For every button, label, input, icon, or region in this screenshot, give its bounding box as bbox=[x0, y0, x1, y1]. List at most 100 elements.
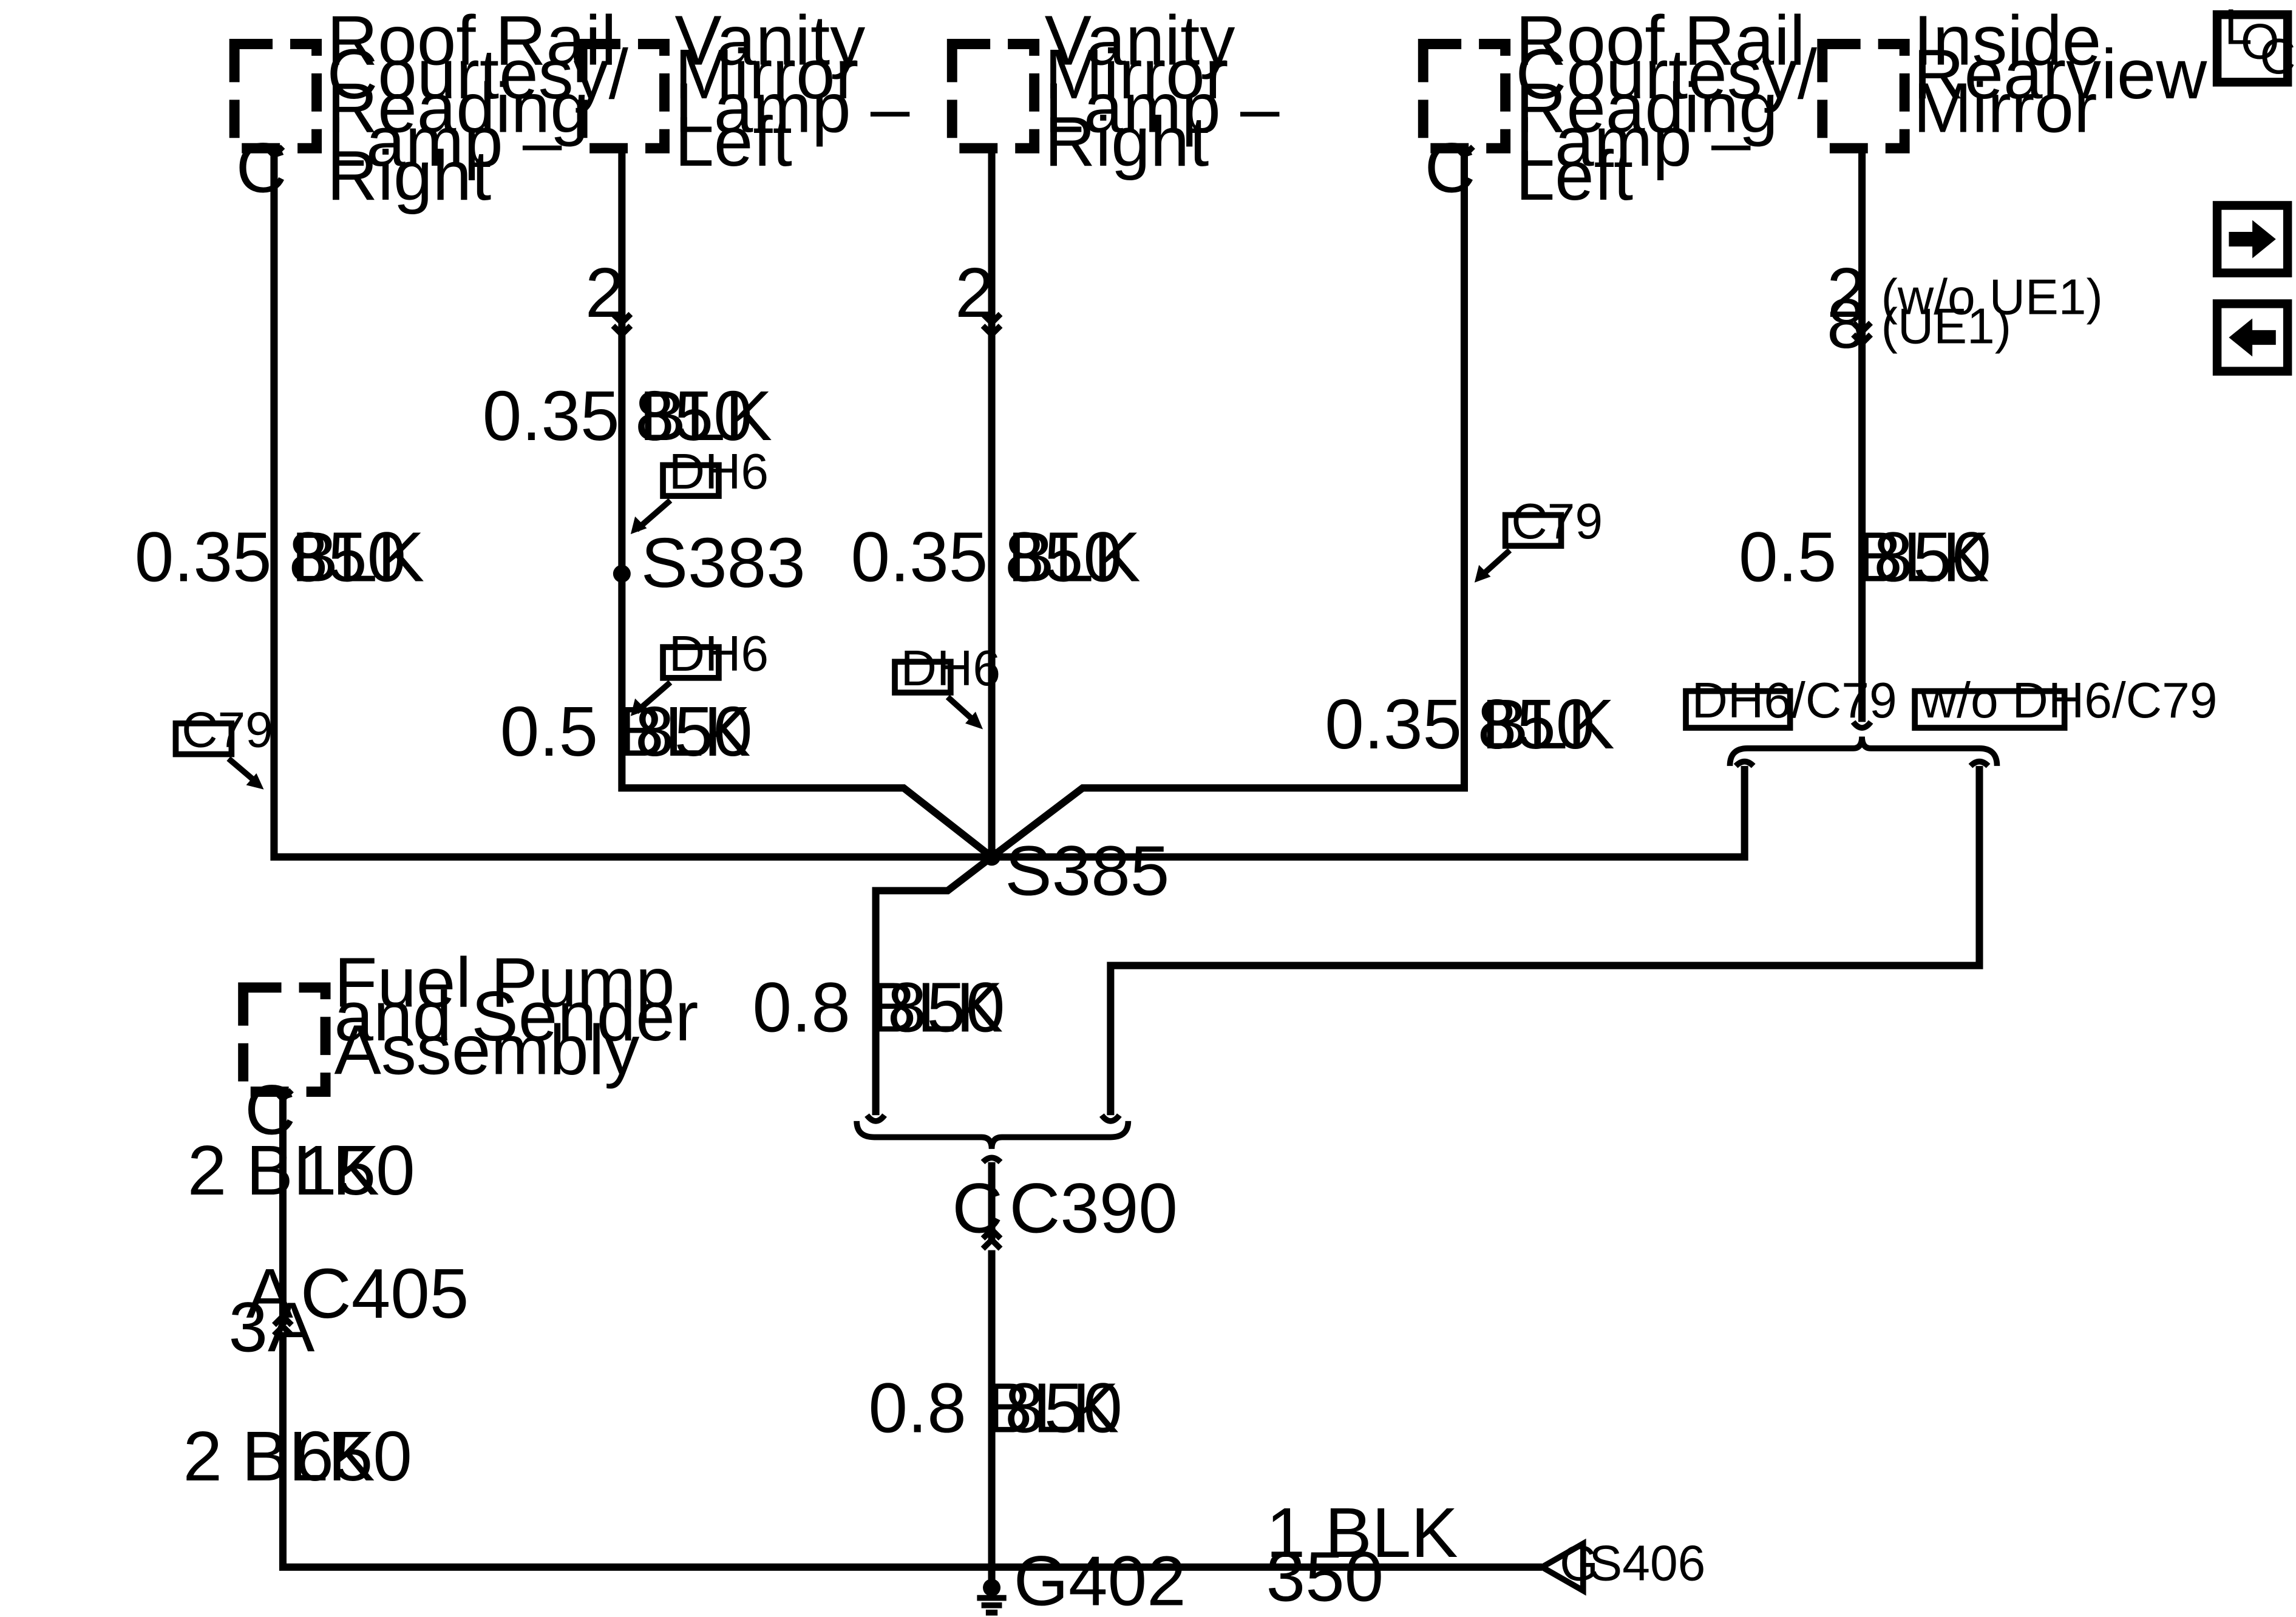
loc-icon-frame bbox=[2212, 10, 2292, 87]
arrowhead bbox=[965, 711, 983, 730]
ground-icon bbox=[977, 1595, 1007, 1616]
pin-label: C bbox=[236, 129, 287, 208]
circuit-label: 850 bbox=[635, 376, 753, 455]
arrow-left-icon[interactable] bbox=[2212, 299, 2292, 376]
wire-roof-rail-right bbox=[270, 152, 1748, 861]
arrow-right-glyph bbox=[2229, 220, 2276, 259]
option-tag-without-dh6-c79[interactable]: w/o DH6/C79 bbox=[1912, 673, 2218, 731]
circuit-label: 850 bbox=[635, 692, 753, 771]
pin-chevrons bbox=[263, 144, 1873, 1338]
component-vanity-mirror-right[interactable]: Vanity Mirror Lamp – Right bbox=[946, 1, 1280, 181]
pin-label: C bbox=[952, 1169, 1003, 1248]
wire-fuel-pump-ground bbox=[279, 1335, 1543, 1571]
wire-roof-rail-left bbox=[989, 152, 1468, 860]
wire-size-label: 0.35 BLK bbox=[135, 517, 424, 596]
component-label-line: Right bbox=[1045, 102, 1209, 181]
loc-icon[interactable]: L O C bbox=[2212, 0, 2296, 87]
pin-chevron bbox=[272, 1088, 294, 1103]
component-label-line: Assembly bbox=[335, 1011, 640, 1090]
splice-s383-dot[interactable] bbox=[613, 564, 631, 583]
component-label-line: Lamp – bbox=[1516, 102, 1751, 181]
tag-label: DH6/C79 bbox=[1692, 673, 1897, 728]
pin-chevron bbox=[1453, 144, 1475, 160]
connector-c405-symbol bbox=[272, 1312, 294, 1338]
circuit-label: 850 bbox=[1005, 517, 1123, 596]
brace-top-option bbox=[1727, 736, 2000, 767]
component-label-line: Lamp – bbox=[327, 102, 562, 181]
component-label-line: Roof Rail bbox=[327, 1, 616, 80]
tag-box bbox=[660, 462, 722, 499]
reference-triangle bbox=[1536, 1538, 1586, 1596]
tag-box bbox=[892, 659, 954, 696]
brace-hook bbox=[1968, 758, 1991, 768]
component-inside-rearview-mirror[interactable]: Inside Rearview Mirror bbox=[1817, 1, 2208, 154]
circuit-label: 850 bbox=[1005, 1368, 1123, 1447]
loc-letter: C bbox=[2260, 29, 2295, 84]
circuit-label: 850 bbox=[1478, 685, 1595, 764]
inline-connector bbox=[611, 311, 633, 339]
option-tag-dh6[interactable]: DH6 bbox=[660, 444, 769, 500]
circuit-label: 350 bbox=[1266, 1537, 1384, 1616]
option-tag-dh6-c79[interactable]: DH6/C79 bbox=[1683, 673, 1897, 731]
arrowhead bbox=[1474, 564, 1491, 583]
wire-size-label: 0.35 BLK bbox=[483, 376, 772, 455]
tag-label: w/o DH6/C79 bbox=[1920, 673, 2218, 728]
brace-hook bbox=[1850, 720, 1873, 731]
tag-box bbox=[1912, 688, 2068, 731]
component-label-line: Rearview bbox=[1914, 35, 2208, 114]
option-tag-dh6[interactable]: DH6 bbox=[892, 641, 1000, 696]
wire-vanity-left bbox=[618, 152, 994, 860]
component-label-line: Reading bbox=[327, 69, 589, 147]
component-vanity-mirror-left[interactable]: Vanity Mirror Lamp – Left bbox=[577, 1, 910, 181]
ground-dot bbox=[983, 1579, 1001, 1597]
wire-size-label: 0.5 BLK bbox=[1739, 517, 1989, 596]
tag-label: C79 bbox=[182, 702, 273, 758]
component-box bbox=[577, 39, 670, 154]
brace-hook bbox=[1733, 758, 1756, 768]
option-label: (w/o UE1) bbox=[1881, 270, 2103, 325]
option-tag-c79[interactable]: C79 bbox=[172, 702, 273, 758]
splice-s385-dot[interactable] bbox=[983, 848, 1001, 866]
connector-c390-symbol bbox=[980, 1225, 1003, 1251]
wire-size-label: 2 BLK bbox=[188, 1131, 379, 1210]
wire-size-label: 0.8 BLK bbox=[868, 1368, 1119, 1447]
option-braces bbox=[854, 720, 2000, 1165]
tag-label: DH6 bbox=[669, 626, 769, 682]
circuit-label: 150 bbox=[297, 1131, 415, 1210]
wire-group bbox=[270, 152, 1983, 1582]
pin-label: A bbox=[246, 1254, 293, 1333]
ground-label: G402 bbox=[1014, 1542, 1186, 1617]
wire-size-label: 2 BLK bbox=[183, 1417, 375, 1496]
connector-label: C405 bbox=[301, 1254, 469, 1333]
component-box bbox=[238, 982, 331, 1097]
splice-s406-reference[interactable]: G S406 bbox=[1536, 1536, 1705, 1596]
option-tag-dh6[interactable]: DH6 bbox=[660, 626, 769, 682]
component-roof-rail-left[interactable]: Roof Rail Courtesy/ Reading Lamp – Left bbox=[1418, 1, 1818, 215]
component-label-line: Left bbox=[1516, 136, 1634, 215]
arrowhead bbox=[246, 773, 264, 790]
arrowhead bbox=[630, 516, 647, 534]
circuit-label: 850 bbox=[1873, 517, 1991, 596]
pin-chevron bbox=[263, 144, 285, 160]
component-roof-rail-right[interactable]: Roof Rail Courtesy/ Reading Lamp – Right bbox=[229, 1, 629, 215]
circuit-label: 850 bbox=[289, 517, 407, 596]
ground-g402[interactable]: G402 bbox=[977, 1542, 1186, 1617]
tag-box bbox=[172, 720, 235, 758]
wire-size-label: 0.8 BLK bbox=[753, 968, 1004, 1046]
wire-without-option bbox=[1107, 765, 1983, 1116]
option-tag-c79[interactable]: C79 bbox=[1502, 494, 1603, 549]
tag-label: DH6 bbox=[901, 641, 1000, 696]
arrow-right-icon[interactable] bbox=[2212, 201, 2292, 277]
component-label-line: Lamp – bbox=[1045, 69, 1280, 147]
component-label-line: Vanity bbox=[1045, 1, 1235, 80]
arrow-left-glyph bbox=[2229, 318, 2276, 357]
component-box bbox=[229, 39, 322, 154]
component-box bbox=[946, 39, 1040, 154]
tag-label: C79 bbox=[1511, 494, 1603, 549]
tag-box bbox=[1683, 688, 1793, 731]
pin-label: C bbox=[245, 1071, 296, 1150]
component-fuel-pump-sender[interactable]: Fuel Pump and Sender Assembly bbox=[238, 943, 699, 1097]
brace-hook bbox=[980, 1154, 1003, 1165]
loc-letter: L bbox=[2224, 0, 2252, 55]
